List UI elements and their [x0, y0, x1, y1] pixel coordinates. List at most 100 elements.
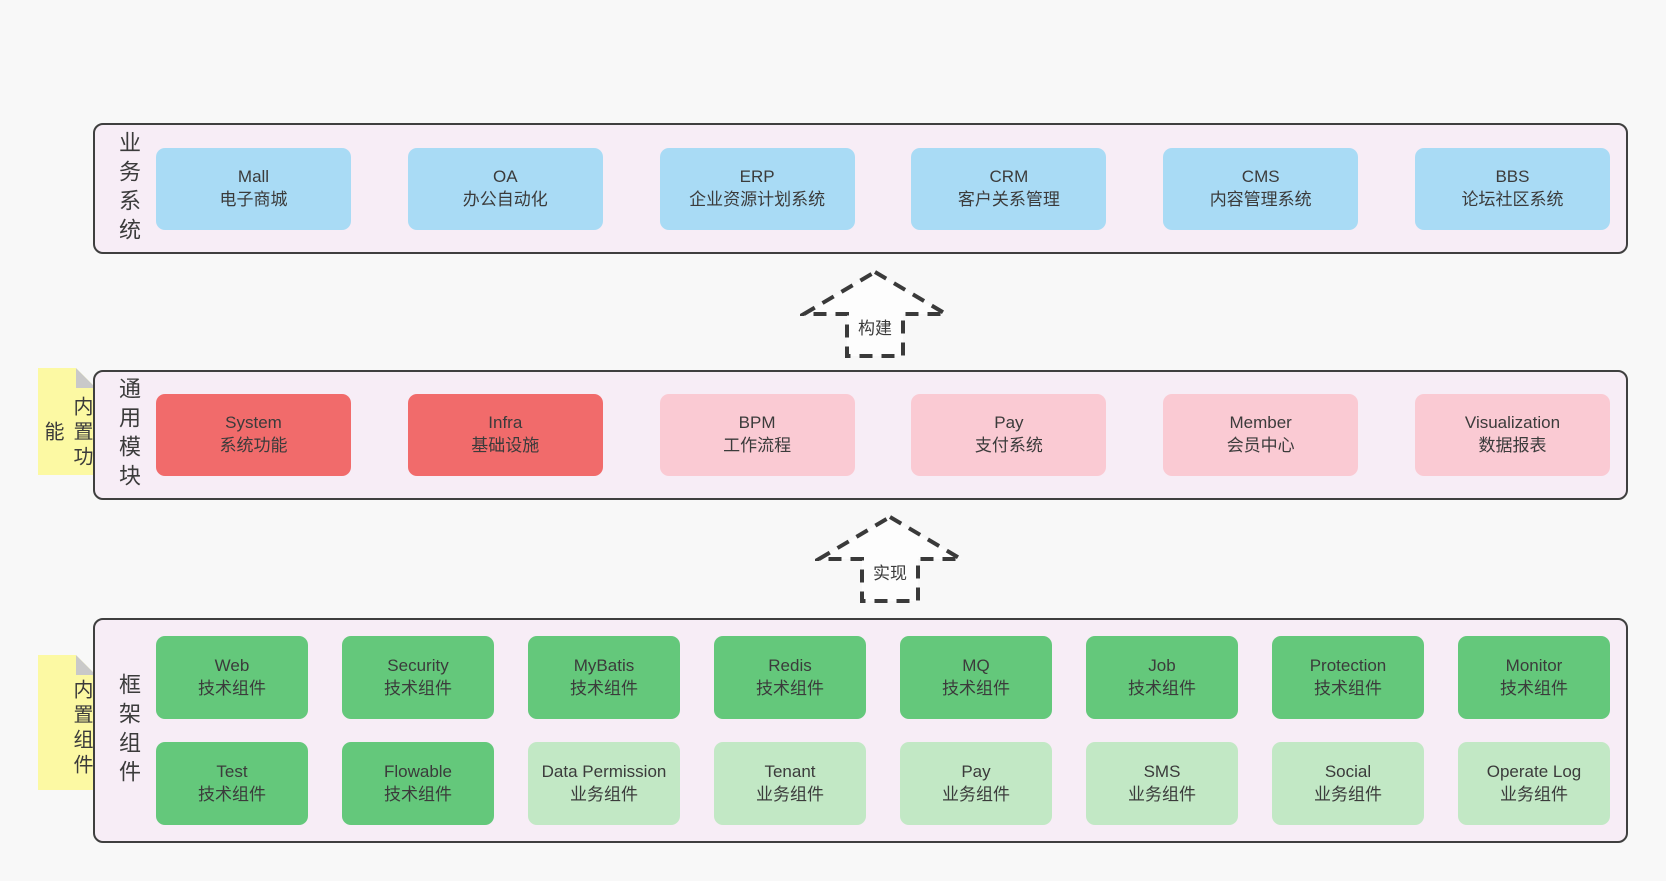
box-pay-system: Pay 支付系统 [911, 394, 1107, 476]
box-title: Infra [488, 413, 523, 433]
box-subtitle: 客户关系管理 [957, 189, 1060, 209]
box-title: Data Permission [541, 761, 667, 781]
box-subtitle: 技术组件 [198, 678, 266, 698]
business-boxes-row: Mall 电子商城 OA 办公自动化 ERP 企业资源计划系统 CRM 客户关系… [144, 147, 1626, 230]
box-title: Redis [768, 655, 812, 675]
box-title: Test [216, 761, 248, 781]
box-title: Pay [994, 413, 1024, 433]
box-title: Security [387, 655, 449, 675]
box-subtitle: 办公自动化 [462, 189, 548, 209]
box-subtitle: 会员中心 [1226, 436, 1295, 455]
sticky-note-built-in-components: 内置组件 [38, 655, 96, 790]
box-visualization: Visualization 数据报表 [1414, 394, 1610, 476]
box-title: MQ [962, 655, 990, 675]
modules-boxes-row: System 系统功能 Infra 基础设施 BPM 工作流程 Pay 支付系统… [144, 394, 1626, 476]
box-data-permission: Data Permission 业务组件 [528, 742, 680, 825]
box-subtitle: 技术组件 [1500, 678, 1568, 698]
up-arrow-icon [815, 514, 965, 603]
box-subtitle: 技术组件 [384, 784, 452, 804]
box-subtitle: 业务组件 [1314, 784, 1382, 804]
box-flowable: Flowable 技术组件 [342, 742, 494, 825]
box-social: Social 业务组件 [1272, 742, 1424, 825]
box-title: System [225, 413, 282, 433]
box-erp: ERP 企业资源计划系统 [659, 147, 855, 230]
box-mall: Mall 电子商城 [156, 147, 351, 230]
box-job: Job 技术组件 [1086, 636, 1238, 719]
dashed-up-arrow-implement: 实现 [815, 513, 965, 605]
box-subtitle: 技术组件 [1128, 678, 1196, 698]
box-title: Pay [961, 761, 991, 781]
box-infra: Infra 基础设施 [407, 394, 603, 476]
box-subtitle: 业务组件 [942, 784, 1010, 804]
up-arrow-icon [800, 269, 950, 358]
box-monitor: Monitor 技术组件 [1458, 636, 1610, 719]
box-operate-log: Operate Log 业务组件 [1458, 742, 1610, 825]
box-subtitle: 业务组件 [1500, 784, 1568, 804]
box-protection: Protection 技术组件 [1272, 636, 1424, 719]
box-subtitle: 业务组件 [1128, 784, 1196, 804]
box-subtitle: 业务组件 [756, 784, 824, 804]
box-title: BPM [738, 413, 776, 433]
sticky-note-built-in-features: 内置功能 [38, 368, 96, 475]
components-row-1: Web 技术组件 Security 技术组件 MyBatis 技术组件 Redi… [156, 636, 1610, 719]
box-title: Monitor [1505, 655, 1563, 675]
box-title: CMS [1241, 166, 1280, 186]
dashed-up-arrow-build: 构建 [800, 268, 950, 360]
note-label: 内置组件 [70, 679, 92, 779]
box-subtitle: 数据报表 [1478, 436, 1547, 455]
box-subtitle: 基础设施 [471, 436, 540, 455]
box-title: ERP [739, 166, 775, 186]
box-security: Security 技术组件 [342, 636, 494, 719]
box-subtitle: 论坛社区系统 [1461, 189, 1564, 209]
box-subtitle: 支付系统 [974, 436, 1043, 455]
box-bbs: BBS 论坛社区系统 [1414, 147, 1610, 230]
box-subtitle: 技术组件 [942, 678, 1010, 698]
box-member: Member 会员中心 [1163, 394, 1359, 476]
box-web: Web 技术组件 [156, 636, 308, 719]
box-mybatis: MyBatis 技术组件 [528, 636, 680, 719]
box-mq: MQ 技术组件 [900, 636, 1052, 719]
layer-title: 业务系统 [116, 130, 141, 247]
layer-framework-components: 框架组件 Web 技术组件 Security 技术组件 MyBatis 技术组件… [93, 618, 1628, 843]
box-title: Mall [237, 166, 270, 186]
box-subtitle: 技术组件 [198, 784, 266, 804]
box-title: BBS [1495, 166, 1530, 186]
arrow-label: 实现 [873, 564, 907, 583]
box-title: Social [1324, 761, 1372, 781]
box-title: Web [214, 655, 250, 675]
box-sms: SMS 业务组件 [1086, 742, 1238, 825]
layer-title: 通用模块 [116, 377, 141, 493]
box-test: Test 技术组件 [156, 742, 308, 825]
box-title: Visualization [1464, 413, 1561, 433]
box-oa: OA 办公自动化 [407, 147, 603, 230]
layer-title: 框架组件 [116, 672, 141, 789]
box-system: System 系统功能 [156, 394, 351, 476]
box-subtitle: 电子商城 [219, 189, 288, 209]
box-subtitle: 技术组件 [570, 678, 638, 698]
box-redis: Redis 技术组件 [714, 636, 866, 719]
box-bpm: BPM 工作流程 [659, 394, 855, 476]
box-title: MyBatis [573, 655, 635, 675]
components-rows: Web 技术组件 Security 技术组件 MyBatis 技术组件 Redi… [144, 636, 1626, 825]
arrow-label: 构建 [858, 319, 892, 338]
box-title: Member [1229, 413, 1292, 433]
box-subtitle: 技术组件 [1314, 678, 1382, 698]
box-subtitle: 企业资源计划系统 [689, 189, 826, 209]
box-title: OA [493, 166, 518, 186]
box-title: Operate Log [1486, 761, 1582, 781]
box-title: CRM [989, 166, 1029, 186]
box-subtitle: 内容管理系统 [1209, 189, 1312, 209]
box-subtitle: 技术组件 [384, 678, 452, 698]
box-title: Flowable [383, 761, 453, 781]
box-pay-component: Pay 业务组件 [900, 742, 1052, 825]
note-label: 内置功能 [41, 396, 92, 471]
layer-business-systems: 业务系统 Mall 电子商城 OA 办公自动化 ERP 企业资源计划系统 CRM… [93, 123, 1628, 254]
box-title: Tenant [764, 761, 816, 781]
box-title: Protection [1309, 655, 1387, 675]
box-title: Job [1148, 655, 1176, 675]
components-row-2: Test 技术组件 Flowable 技术组件 Data Permission … [156, 742, 1610, 825]
box-subtitle: 技术组件 [756, 678, 824, 698]
box-subtitle: 业务组件 [570, 784, 638, 804]
box-crm: CRM 客户关系管理 [911, 147, 1107, 230]
box-title: SMS [1143, 761, 1181, 781]
